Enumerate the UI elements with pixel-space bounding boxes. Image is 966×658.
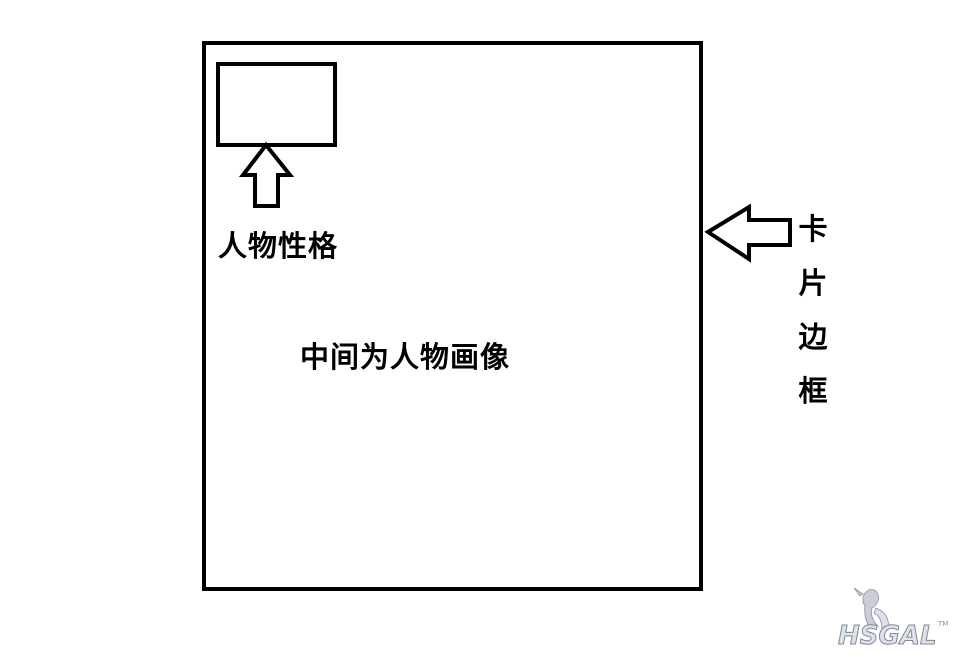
card-frame-label-char: 边 xyxy=(798,320,828,354)
up-arrow-icon xyxy=(238,141,295,208)
svg-text:HSGAL: HSGAL xyxy=(838,621,937,651)
svg-text:TM: TM xyxy=(937,620,948,628)
left-arrow-icon xyxy=(704,203,792,263)
card-frame-label-char: 框 xyxy=(798,374,828,408)
center-label: 中间为人物画像 xyxy=(300,340,511,374)
card-frame xyxy=(202,41,703,591)
card-frame-label-char: 卡 xyxy=(798,212,828,246)
card-frame-label-char: 片 xyxy=(798,266,828,300)
trait-label: 人物性格 xyxy=(218,229,339,263)
hsgal-watermark-logo: HSGAL TM xyxy=(838,587,948,652)
trait-box xyxy=(216,62,337,147)
card-frame-label: 卡 片 边 框 xyxy=(796,212,830,408)
